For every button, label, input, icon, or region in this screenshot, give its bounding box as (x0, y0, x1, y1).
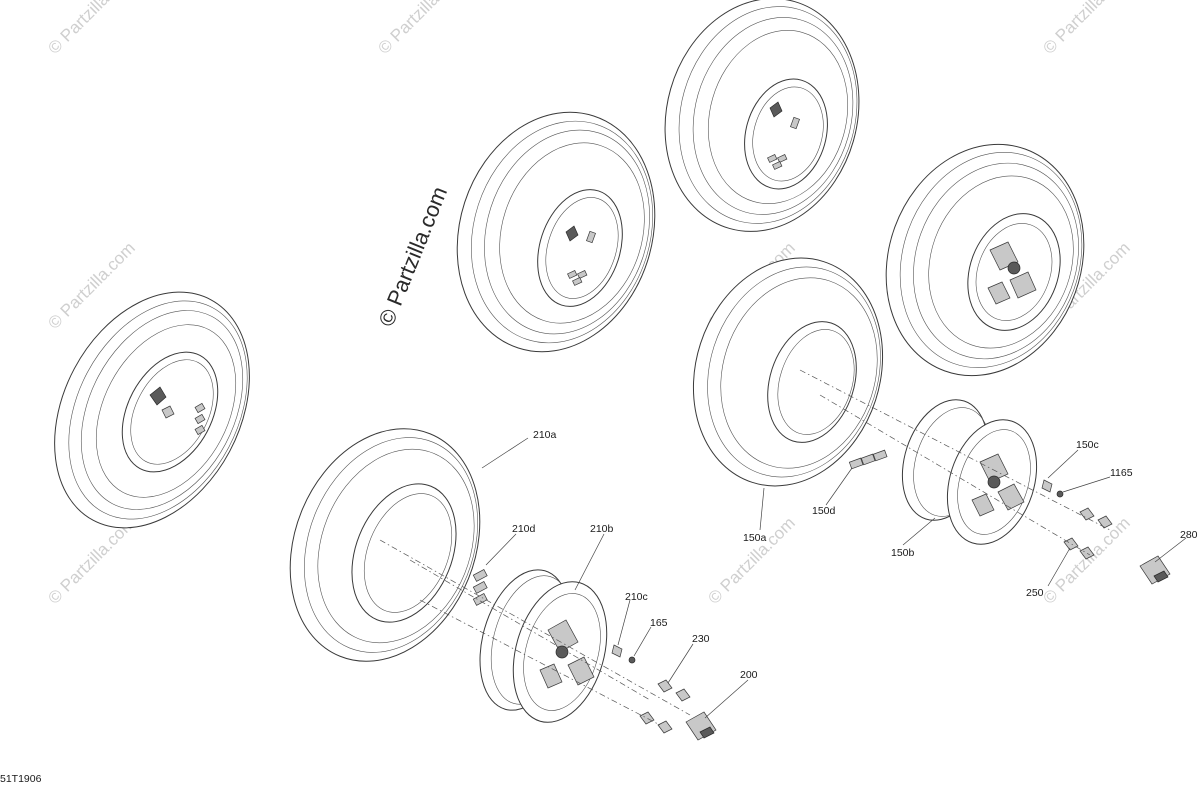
diagram-code: 51T1906 (0, 773, 42, 785)
watermark-text: © Partzilla.com (374, 0, 468, 58)
callout-210a: 210a (533, 429, 557, 441)
valve-stem-150c (1041, 479, 1053, 493)
callout-labels: 210a 210d 210b 210c 165 230 200 150a 150… (512, 429, 1198, 681)
watermark-text: © Partzilla.com (44, 0, 138, 58)
lug-nuts-250 (1063, 507, 1113, 560)
rim-150b (901, 399, 1038, 545)
tire-top-center-assembled (664, 0, 860, 232)
valve-stem-weights-210d (472, 569, 488, 606)
center-cap-200 (685, 711, 717, 741)
weights-150d (848, 449, 888, 470)
center-cap-280 (1139, 555, 1171, 585)
axis-lines-b (799, 369, 1111, 556)
valve-cap-165 (628, 656, 636, 664)
callout-210b: 210b (590, 523, 614, 535)
watermark-text: © Partzilla.com (1039, 513, 1133, 607)
callout-250: 250 (1026, 587, 1044, 599)
callout-165: 165 (650, 617, 668, 629)
watermark-text: © Partzilla.com (704, 513, 798, 607)
tire-upper-middle-assembled (456, 111, 656, 353)
tire-right-assembled (885, 143, 1085, 377)
main-watermark: © Partzilla.com (373, 183, 452, 330)
callout-150c: 150c (1076, 439, 1099, 451)
lug-nuts-230 (639, 679, 691, 734)
callout-200: 200 (740, 669, 758, 681)
axis-lines-a (379, 539, 691, 726)
valve-stem-210c (611, 644, 623, 658)
tire-150a (692, 257, 884, 487)
callout-150d: 150d (812, 505, 836, 517)
rim-210b (479, 569, 608, 723)
valve-cap-1165 (1056, 490, 1064, 498)
watermark-text: © Partzilla.com (1039, 0, 1133, 58)
callout-1165: 1165 (1110, 467, 1133, 479)
tire-210a (289, 428, 481, 662)
callout-280: 280 (1180, 529, 1198, 541)
callout-230: 230 (692, 633, 710, 645)
tire-left-assembled (54, 291, 250, 529)
callout-210d: 210d (512, 523, 536, 535)
callout-150a: 150a (743, 532, 767, 544)
callout-150b: 150b (891, 547, 915, 559)
leader-lines (481, 437, 1187, 719)
callout-210c: 210c (625, 591, 648, 603)
